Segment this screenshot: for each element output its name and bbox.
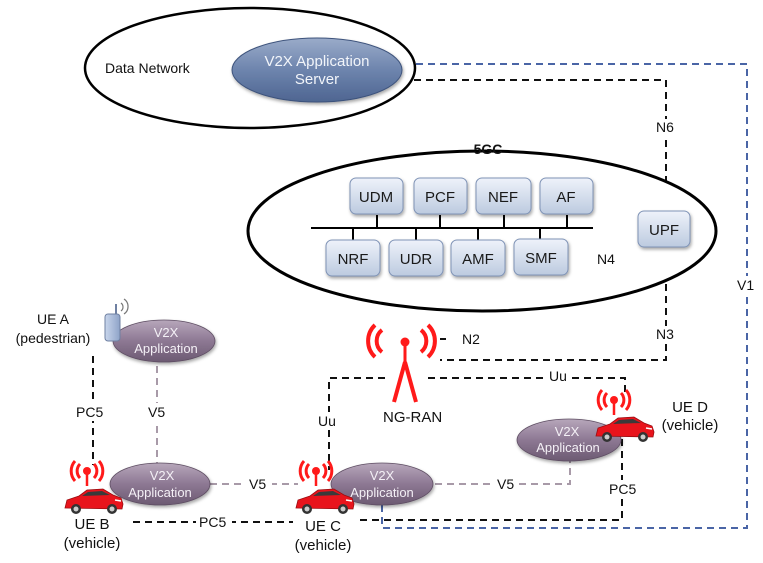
nf-amf[interactable]: AMF xyxy=(450,239,506,277)
ue-c-v2x-application[interactable]: V2X Application xyxy=(330,462,434,506)
n2-label: N2 xyxy=(462,331,480,347)
nf-nrf[interactable]: NRF xyxy=(325,239,381,277)
ue-b-v2x-application[interactable]: V2X Application xyxy=(109,462,211,506)
pc5-c-d-label: PC5 xyxy=(609,481,636,497)
nf-pcf[interactable]: PCF xyxy=(413,177,468,215)
n6-interface-line xyxy=(402,79,667,212)
nf-smf[interactable]: SMF xyxy=(513,238,569,276)
ue-a-v2x-application[interactable]: V2X Application xyxy=(112,319,216,363)
ue-b-type: (vehicle) xyxy=(64,535,121,552)
v2x-application-server[interactable]: V2X Application Server xyxy=(231,37,403,103)
n6-label: N6 xyxy=(656,119,674,135)
ng-ran-base-station[interactable]: NG-RAN xyxy=(366,323,442,426)
ue-b-app-label-line1: V2X xyxy=(150,468,175,483)
pc5-a-b-label: PC5 xyxy=(76,404,103,420)
v1-label: V1 xyxy=(737,277,754,293)
n4-label: N4 xyxy=(597,251,615,267)
5gc-title: 5GC xyxy=(474,141,503,157)
ue-d-vehicle[interactable]: V2X Application UE D (vehicle) xyxy=(516,388,719,462)
bus-connectors xyxy=(352,215,568,240)
ue-d-app-label-line2: Application xyxy=(536,440,600,455)
ue-d-car-icon xyxy=(595,416,655,443)
ue-c-vehicle[interactable]: V2X Application UE C (vehicle) xyxy=(295,459,434,554)
ue-b-vehicle[interactable]: V2X Application UE B (vehicle) xyxy=(64,459,211,552)
nf-af-label: AF xyxy=(556,189,575,206)
ue-d-app-label-line1: V2X xyxy=(555,424,580,439)
ue-d-v2x-application[interactable]: V2X Application xyxy=(516,418,622,462)
nf-nef[interactable]: NEF xyxy=(475,177,532,215)
uu-ue-c-interface-line xyxy=(328,377,385,470)
mobile-phone-icon xyxy=(104,298,129,342)
ue-c-type: (vehicle) xyxy=(295,537,352,554)
ue-c-antenna-icon xyxy=(298,459,334,488)
ue-c-app-label-line1: V2X xyxy=(370,468,395,483)
antenna-tower-icon xyxy=(366,323,437,403)
ue-b-name: UE B xyxy=(74,516,109,533)
uu-ue-d-interface-line xyxy=(428,377,626,393)
nf-amf-label: AMF xyxy=(462,251,494,268)
ue-a-app-label-line1: V2X xyxy=(154,325,179,340)
uu-left-label: Uu xyxy=(318,413,336,429)
v5-a-b-label: V5 xyxy=(148,404,165,420)
ue-d-antenna-icon xyxy=(596,388,632,417)
v1-interface-line xyxy=(381,63,748,529)
ue-c-name: UE C xyxy=(305,518,341,535)
ue-c-app-label-line2: Application xyxy=(350,485,414,500)
ue-a-name: UE A xyxy=(37,311,70,327)
app-server-label-line2: Server xyxy=(295,71,339,88)
ue-d-name: UE D xyxy=(672,399,708,416)
n3-interface-line xyxy=(440,248,667,361)
v5-c-d-interface-line xyxy=(435,458,571,485)
nf-udm-label: UDM xyxy=(359,189,393,206)
uu-top-label: Uu xyxy=(549,368,567,384)
ue-b-antenna-icon xyxy=(69,459,105,488)
nf-upf[interactable]: UPF xyxy=(637,210,691,248)
ue-a-pedestrian[interactable]: UE A (pedestrian) V2X Application xyxy=(16,298,216,363)
nf-smf-label: SMF xyxy=(525,250,557,267)
nf-af[interactable]: AF xyxy=(539,177,594,215)
n3-label: N3 xyxy=(656,326,674,342)
nf-nef-label: NEF xyxy=(488,189,518,206)
nf-udr-label: UDR xyxy=(400,251,433,268)
nf-udm[interactable]: UDM xyxy=(349,177,404,215)
app-server-label-line1: V2X Application xyxy=(264,53,369,70)
nf-udr[interactable]: UDR xyxy=(388,239,444,277)
data-network-label: Data Network xyxy=(105,60,191,76)
pc5-b-c-label: PC5 xyxy=(199,514,226,530)
ue-a-type: (pedestrian) xyxy=(16,330,91,346)
pc5-c-d-interface-line xyxy=(360,438,623,521)
v5-b-c-label: V5 xyxy=(249,476,266,492)
nf-pcf-label: PCF xyxy=(425,189,455,206)
nf-nrf-label: NRF xyxy=(338,251,369,268)
ue-a-app-label-line2: Application xyxy=(134,341,198,356)
v5-c-d-label: V5 xyxy=(497,476,514,492)
ng-ran-label: NG-RAN xyxy=(383,409,442,426)
nf-upf-label: UPF xyxy=(649,222,679,239)
ue-b-app-label-line2: Application xyxy=(128,485,192,500)
ue-d-type: (vehicle) xyxy=(662,417,719,434)
